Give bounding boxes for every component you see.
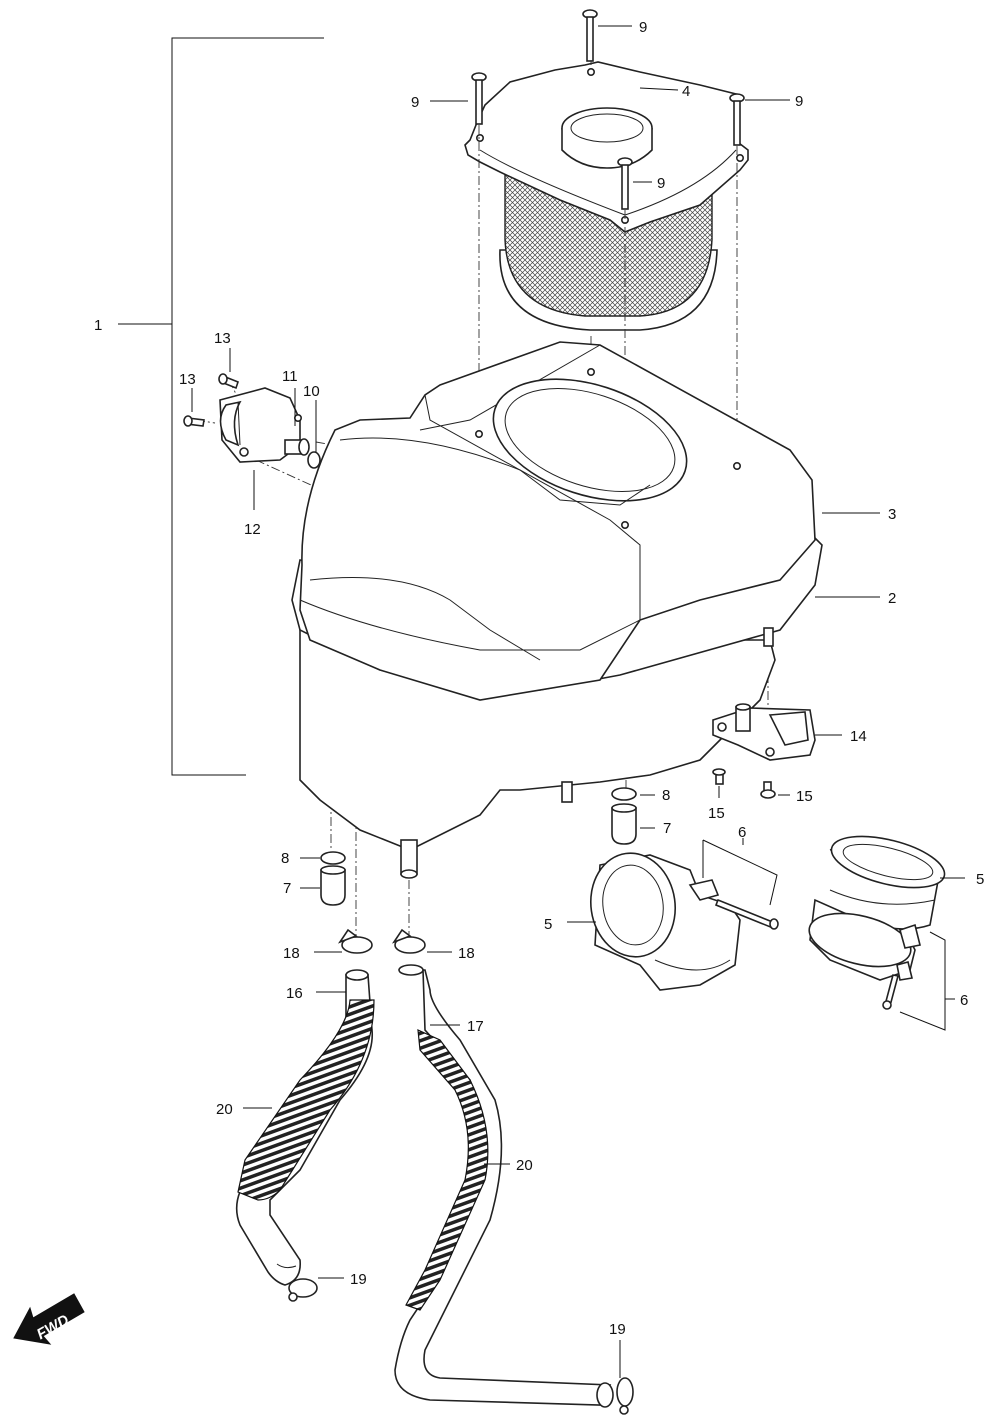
callout-9-top: 9 (639, 19, 647, 36)
callout-16: 16 (286, 985, 303, 1002)
callout-15-right: 15 (796, 788, 813, 805)
callout-17: 17 (467, 1018, 484, 1035)
callout-6-right: 6 (960, 992, 968, 1009)
callout-9-right: 9 (795, 93, 803, 110)
callout-15-left: 15 (708, 805, 725, 822)
filter-cover-plate (464, 61, 749, 233)
callout-8-right: 8 (662, 787, 670, 804)
callout-18-right: 18 (458, 945, 475, 962)
intake-connecting-tube-left (589, 852, 779, 991)
arrow-icon (13, 1293, 85, 1345)
callout-14: 14 (850, 728, 867, 745)
drain-caps (320, 803, 637, 906)
drain-hose-right (394, 964, 614, 1408)
callout-19-right: 19 (609, 1321, 626, 1338)
valve-screws (183, 373, 239, 427)
callout-20-left: 20 (216, 1101, 233, 1118)
idle-air-control-valve (219, 387, 310, 463)
callout-3: 3 (888, 506, 896, 523)
callout-19-left: 19 (350, 1271, 367, 1288)
air-cleaner-case (291, 341, 823, 879)
intake-air-temperature-sensor (712, 703, 816, 761)
hose-clips (337, 928, 426, 954)
cover-screws (471, 9, 745, 210)
callout-8-left: 8 (281, 850, 289, 867)
o-ring (307, 451, 321, 469)
callout-1: 1 (94, 317, 102, 334)
drain-hose-left (235, 969, 375, 1286)
callout-13-upper: 13 (214, 330, 231, 347)
callout-9-center: 9 (657, 175, 665, 192)
callout-13-lower: 13 (179, 371, 196, 388)
callout-labels: 1 2 3 4 5 5 6 6 7 7 8 8 9 9 9 9 10 11 12… (94, 19, 984, 1338)
callout-11: 11 (282, 368, 298, 385)
callout-9-left: 9 (411, 94, 419, 111)
hose-end-clamps (288, 1278, 634, 1415)
callout-7-left: 7 (283, 880, 291, 897)
callout-4: 4 (682, 83, 690, 100)
callout-5-right: 5 (976, 871, 984, 888)
callout-leader-lines (118, 25, 965, 1378)
callout-20-right: 20 (516, 1157, 533, 1174)
assembly-bracket (171, 37, 324, 776)
callout-6-left: 6 (738, 824, 746, 841)
callout-18-left: 18 (283, 945, 300, 962)
sensor-screws (712, 768, 776, 799)
callout-5-left: 5 (544, 916, 552, 933)
callout-7-right: 7 (663, 820, 671, 837)
callout-10: 10 (303, 383, 320, 400)
forward-direction-arrow: FWD (13, 1293, 85, 1345)
intake-connecting-tube-right (808, 835, 946, 1010)
callout-2: 2 (888, 590, 896, 607)
callout-12: 12 (244, 521, 261, 538)
drain-clamps (320, 787, 637, 865)
